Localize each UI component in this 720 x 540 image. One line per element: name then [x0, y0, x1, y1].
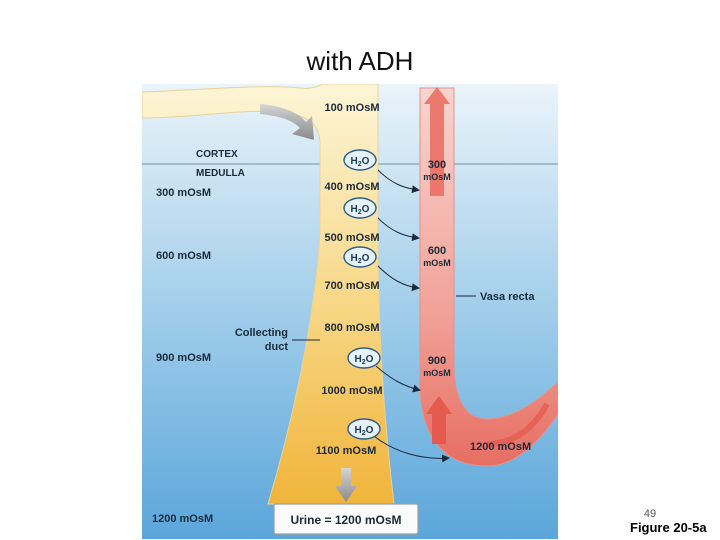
h2o-bubble-4: H2O [347, 347, 381, 369]
slide-title: with ADH [306, 46, 414, 76]
duct-conc-800: 800 mOsM [324, 322, 379, 334]
urine-label: Urine = 1200 mOsM [290, 513, 401, 527]
water-arrow-5 [373, 435, 450, 463]
vasa-recta-label: Vasa recta [480, 291, 535, 303]
duct-conc-500: 500 mOsM [324, 232, 379, 244]
vessel-600-unit: mOsM [423, 258, 451, 268]
svg-text:H2O: H2O [351, 253, 370, 265]
duct-conc-100: 100 mOsM [324, 102, 379, 114]
urine-down-arrow [335, 468, 357, 502]
vessel-1200-label: 1200 mOsM [470, 441, 531, 453]
h2o-bubble-3: H2O [343, 246, 377, 268]
duct-conc-1000: 1000 mOsM [321, 385, 382, 397]
urine-box [273, 503, 419, 535]
vessel-300-unit: mOsM [423, 172, 451, 182]
figure-label: Figure 20-5a [630, 520, 707, 535]
collecting-duct [142, 84, 395, 505]
page-number: 49 [643, 508, 657, 520]
vessel-300-number: 300 [428, 159, 446, 171]
vessel-600-number: 600 [428, 245, 446, 257]
svg-text:H2O: H2O [351, 204, 370, 216]
duct-conc-700: 700 mOsM [324, 280, 379, 292]
vessel-900-unit: mOsM [423, 368, 451, 378]
water-arrows [373, 169, 450, 463]
water-arrow-1 [377, 169, 420, 194]
vessel-up-arrow-top [424, 87, 450, 196]
h2o-bubble-1: H2O [343, 149, 377, 171]
cortex-label: CORTEX [196, 149, 238, 160]
vessel-curve-arrow [486, 402, 550, 447]
adh-diagram: Urine = 1200 mOsM CORTEX MEDULLA 300 mOs… [142, 84, 558, 539]
duct-conc-400: 400 mOsM [324, 181, 379, 193]
interstitial-1200: 1200 mOsM [152, 513, 213, 525]
collecting-duct-label-line1: Collecting [235, 327, 288, 339]
svg-text:H2O: H2O [355, 354, 374, 366]
water-arrow-4 [375, 365, 421, 393]
diagram-canvas: Urine = 1200 mOsM CORTEX MEDULLA 300 mOs… [142, 84, 558, 539]
svg-text:H2O: H2O [351, 156, 370, 168]
h2o-bubble-5: H2O [347, 418, 381, 440]
water-arrow-3 [377, 265, 420, 292]
vessel-900-number: 900 [428, 355, 446, 367]
duct-conc-1100: 1100 mOsM [316, 445, 377, 457]
interstitial-900: 900 mOsM [156, 352, 211, 364]
inflow-arrow [260, 104, 314, 140]
h2o-bubble-2: H2O [343, 197, 377, 219]
water-arrow-2 [377, 217, 420, 242]
svg-text:H2O: H2O [355, 425, 374, 437]
vessel-up-arrow-lower [426, 396, 452, 444]
medulla-label: MEDULLA [196, 168, 245, 179]
interstitial-600: 600 mOsM [156, 250, 211, 262]
vasa-recta-flow-arrows [424, 87, 550, 447]
interstitial-300: 300 mOsM [156, 187, 211, 199]
collecting-duct-label-line2: duct [265, 341, 289, 353]
